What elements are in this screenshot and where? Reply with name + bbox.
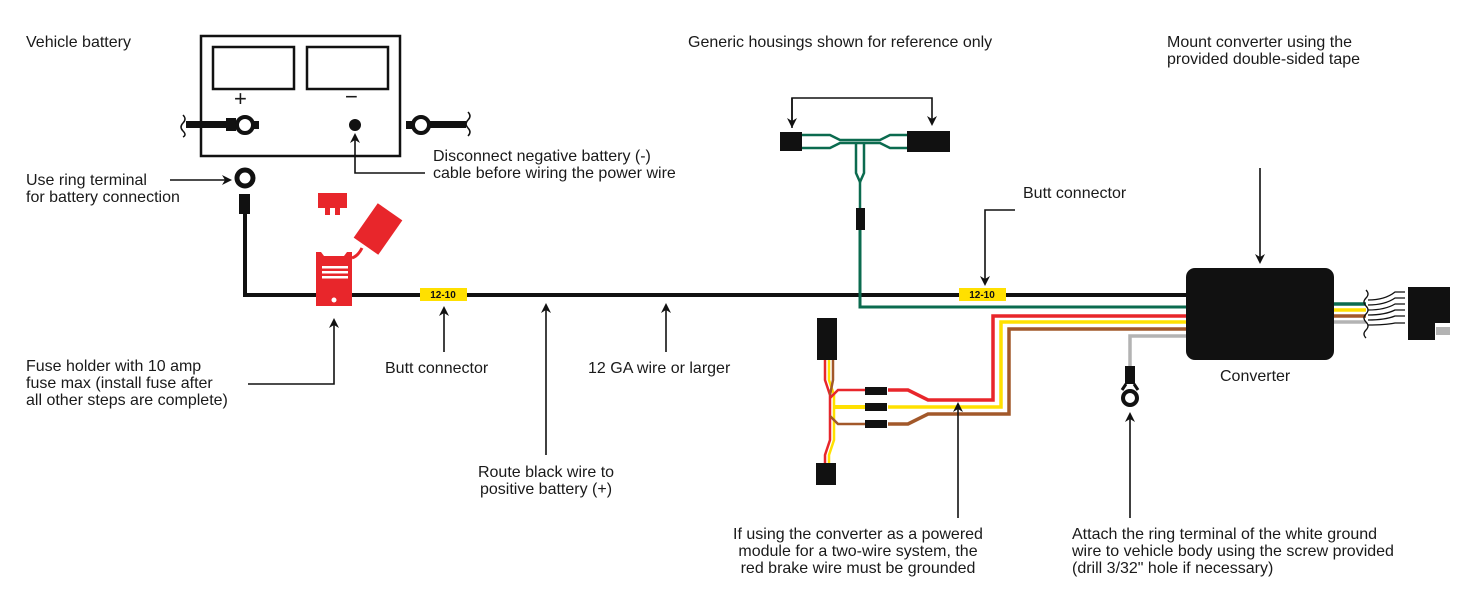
housing-right-icon [907, 131, 950, 152]
y-harness-top-housing [817, 318, 837, 360]
green-t-harness [802, 133, 1188, 309]
butt-connector-bottom-label: Butt connector [385, 360, 489, 377]
y-harness-bottom-housing [816, 463, 836, 485]
negative-battery-cable [406, 111, 471, 137]
butt-connector-1-tag: 12-10 [430, 290, 456, 301]
generic-housings-label: Generic housings shown for reference onl… [688, 34, 993, 51]
fuse-holder-label: Fuse holder with 10 amp fuse max (instal… [26, 358, 228, 409]
y-harness [823, 360, 866, 468]
butt-connector-2-tag: 12-10 [969, 290, 995, 301]
butt-connector-2-arrow [980, 209, 1015, 286]
black-power-wire [243, 212, 1188, 297]
powered-module-label: If using the converter as a powered modu… [733, 526, 983, 577]
converter-label: Converter [1220, 368, 1291, 385]
converter-output-wires [1334, 302, 1366, 324]
mount-converter-label: Mount converter using the provided doubl… [1167, 34, 1361, 68]
battery-plus-symbol: + [234, 86, 247, 111]
butt-connector-2: 12-10 [959, 288, 1006, 301]
battery-minus-symbol: − [345, 84, 358, 109]
trailer-plug-icon [1408, 287, 1450, 340]
disconnect-arrow [350, 133, 425, 174]
fuse-holder-icon [316, 193, 403, 306]
butt-connector-top-label: Butt connector [1023, 185, 1127, 202]
route-black-label: Route black wire to positive battery (+) [477, 464, 615, 498]
ground-ring-terminal-icon [1120, 366, 1140, 407]
ring-terminal-icon [234, 167, 256, 214]
vehicle-battery-label: Vehicle battery [26, 34, 131, 51]
red-butt-connector [865, 387, 887, 395]
disconnect-negative-label: Disconnect negative battery (-) cable be… [433, 148, 676, 182]
white-ground-wire [1128, 334, 1188, 368]
negative-battery-post [349, 119, 361, 131]
vehicle-battery [199, 34, 402, 158]
yellow-butt-connector [865, 403, 887, 411]
green-wire-connector [856, 208, 865, 230]
brake-turn-wires [888, 314, 1188, 426]
brown-butt-connector [865, 420, 887, 428]
output-wire-break [1363, 289, 1405, 339]
housing-left-icon [780, 132, 802, 151]
positive-battery-cable [180, 114, 259, 138]
housing-arrows [791, 97, 937, 128]
wire-gauge-label: 12 GA wire or larger [588, 360, 731, 377]
ground-ring-label: Attach the ring terminal of the white gr… [1072, 526, 1394, 577]
converter-box [1186, 268, 1334, 360]
ring-terminal-label: Use ring terminal for battery connection [26, 172, 180, 206]
butt-connector-1: 12-10 [420, 288, 467, 301]
fuse-holder-arrow [248, 318, 339, 385]
